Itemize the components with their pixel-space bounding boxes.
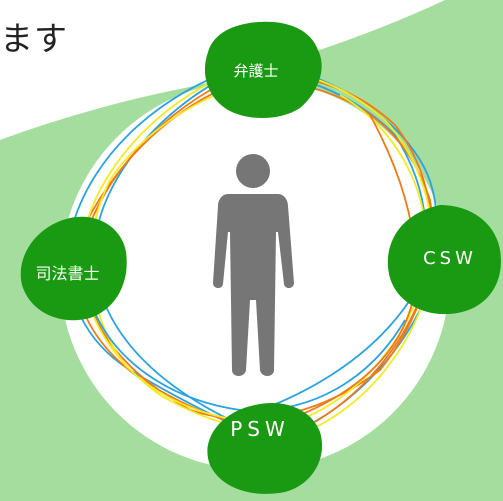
node-blob-csw	[387, 205, 501, 315]
speech-text: ます	[0, 19, 68, 58]
node-blob-psw	[207, 403, 323, 494]
node-blob-bengoshi	[204, 21, 322, 119]
person-icon	[213, 154, 294, 376]
person-head	[236, 154, 270, 188]
node-blob-shihoushoshi	[20, 216, 127, 321]
person-body	[213, 194, 294, 376]
node-bengoshi-label: 弁護士	[233, 62, 279, 80]
node-psw-label: PSW	[230, 417, 290, 441]
node-shihoushoshi-label: 司法書士	[35, 264, 100, 283]
node-csw-label: CSW	[423, 248, 477, 269]
